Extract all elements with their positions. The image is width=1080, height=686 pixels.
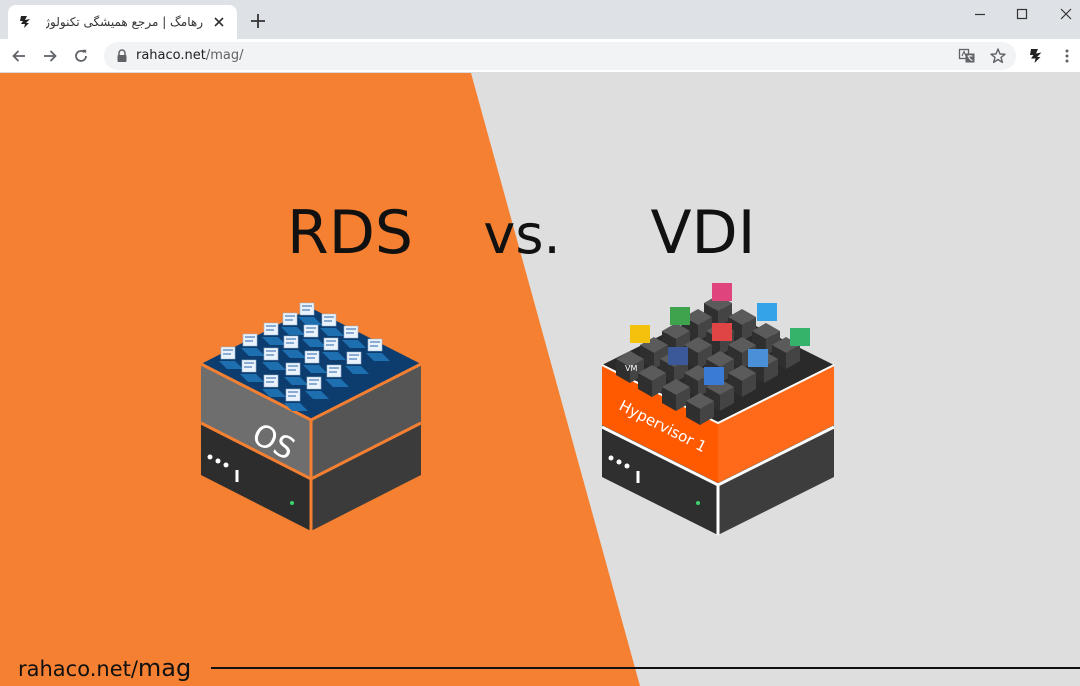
maximize-icon[interactable] [1014, 6, 1030, 22]
reload-icon[interactable] [72, 47, 90, 65]
rds-vs-vdi-banner: RDS vs. VDI OS [0, 73, 1080, 686]
tab-title: رهامگ | مرجع همیشگی تکنولوژی | [46, 15, 203, 29]
vdi-app-icons [630, 283, 810, 385]
vdi-server-illustration: Hypervisor 1 VM [601, 283, 835, 535]
minimize-icon[interactable] [972, 6, 988, 22]
rahaco-extension-icon[interactable] [1028, 47, 1046, 65]
page-content: RDS vs. VDI OS [0, 73, 1080, 686]
url-text: rahaco.net/mag/ [136, 48, 244, 64]
footer-suffix: mag [138, 654, 191, 682]
address-bar[interactable]: rahaco.net/mag/ [104, 42, 1016, 70]
vs-title: vs. [483, 203, 560, 266]
browser-tab[interactable]: رهامگ | مرجع همیشگی تکنولوژی | [8, 5, 237, 39]
bookmark-star-icon[interactable] [989, 47, 1007, 65]
rds-server-illustration: OS [200, 302, 422, 535]
forward-icon[interactable] [41, 47, 59, 65]
back-icon[interactable] [10, 47, 28, 65]
vm-label: VM [625, 364, 637, 373]
footer-prefix: rahaco.net/ [18, 657, 139, 681]
url-path: /mag/ [205, 48, 244, 63]
rahaco-logo-icon [20, 16, 30, 28]
footer-domain-text: rahaco.net/mag [18, 654, 191, 682]
close-window-icon[interactable] [1058, 6, 1074, 22]
lock-icon[interactable] [116, 49, 128, 63]
close-tab-icon[interactable] [211, 14, 227, 30]
translate-icon[interactable] [958, 47, 976, 65]
vdi-title: VDI [651, 198, 756, 268]
rds-title: RDS [287, 198, 413, 268]
url-host: rahaco.net [136, 48, 206, 63]
browser-toolbar: rahaco.net/mag/ [0, 39, 1080, 73]
new-tab-icon[interactable] [248, 11, 268, 31]
tab-strip: رهامگ | مرجع همیشگی تکنولوژی | [0, 0, 1080, 39]
menu-kebab-icon[interactable] [1058, 47, 1076, 65]
